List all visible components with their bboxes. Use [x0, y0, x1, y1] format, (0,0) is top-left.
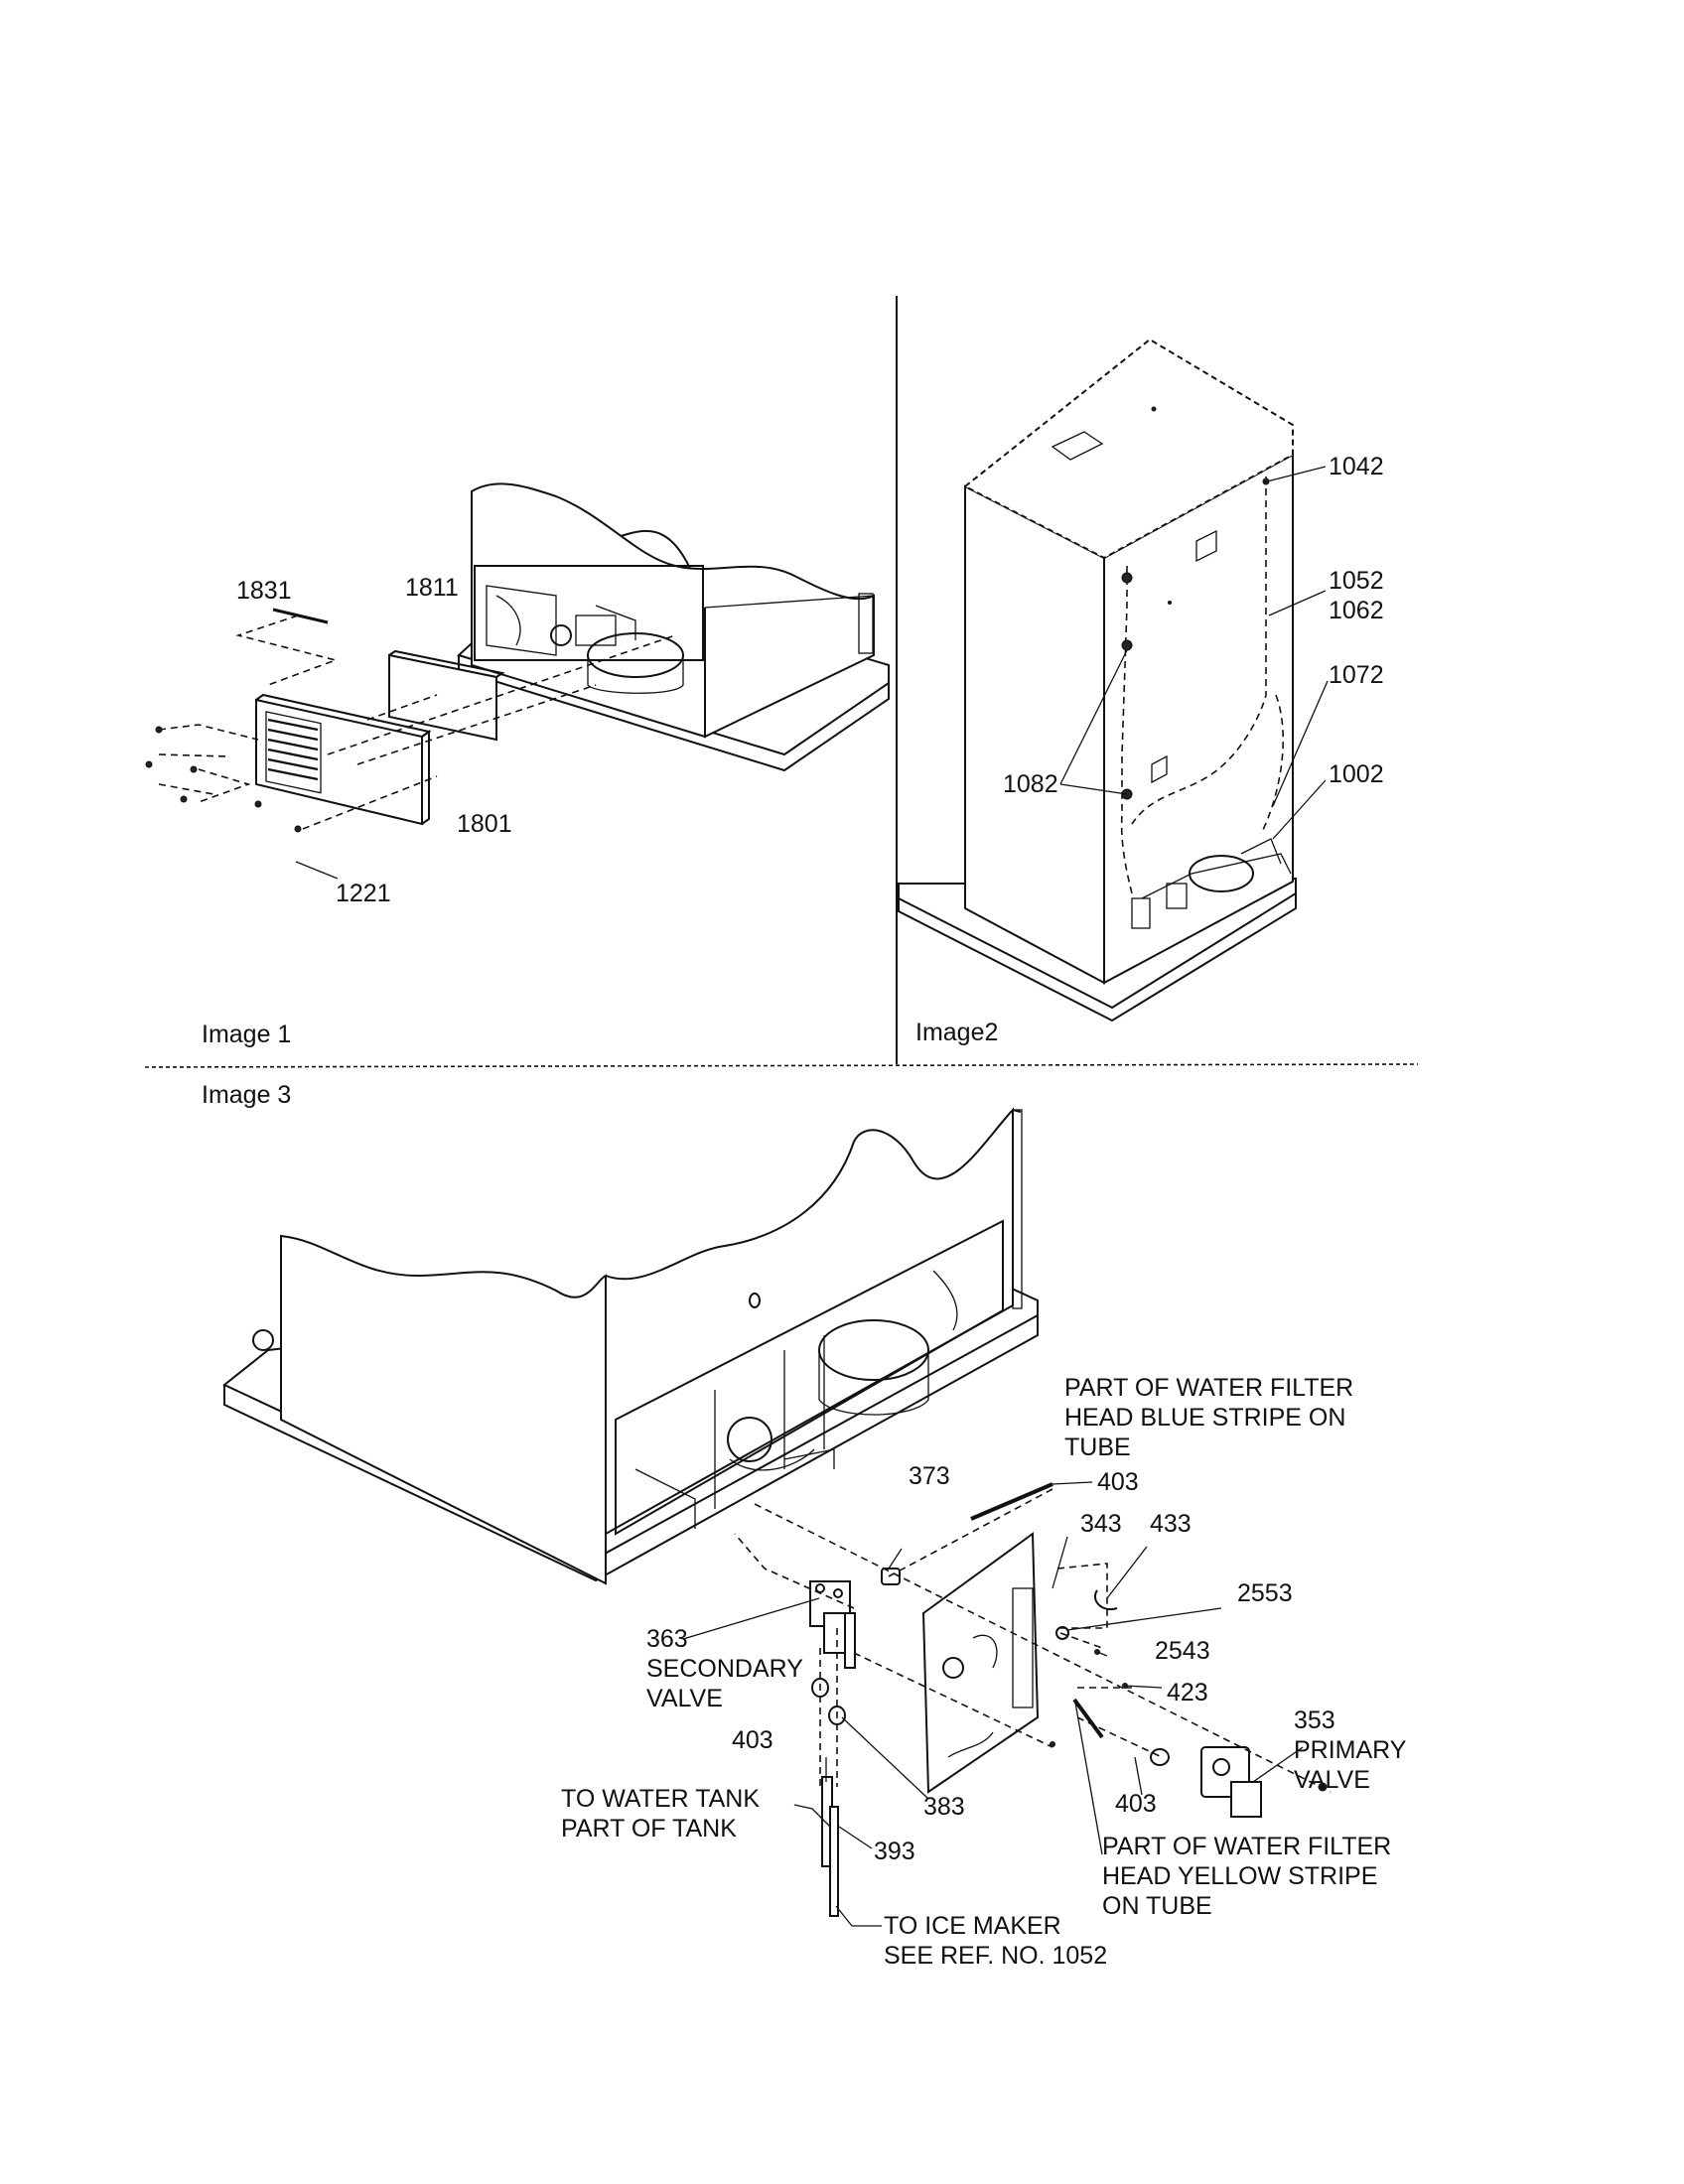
primary-valve-label-line2: VALVE [1294, 1766, 1370, 1794]
part-label-393: 393 [874, 1838, 915, 1865]
part-label-1801: 1801 [457, 810, 512, 838]
yellow-stripe-note-line1: PART OF WATER FILTER [1102, 1833, 1392, 1860]
secondary-valve-label-line1: SECONDARY [646, 1655, 803, 1683]
part-label-1831: 1831 [236, 577, 292, 605]
part-label-1002: 1002 [1329, 760, 1384, 788]
part-label-1052: 1052 [1329, 567, 1384, 595]
horizontal-divider [144, 1063, 1419, 1068]
ice-maker-note-line2: SEE REF. NO. 1052 [884, 1942, 1108, 1970]
yellow-stripe-note-line2: HEAD YELLOW STRIPE [1102, 1862, 1378, 1890]
image2-refrigerator [898, 338, 1329, 1023]
image3-cabinet [222, 1107, 1039, 1585]
part-label-1062: 1062 [1329, 597, 1384, 624]
image1-cabinet [457, 482, 890, 772]
part-label-1811: 1811 [405, 574, 459, 602]
water-tank-note-line1: TO WATER TANK [561, 1785, 761, 1813]
image2-caption: Image2 [915, 1019, 999, 1046]
part-label-343: 343 [1080, 1510, 1122, 1538]
part-label-353: 353 [1294, 1706, 1335, 1734]
primary-valve-label-line1: PRIMARY [1294, 1736, 1407, 1764]
part-label-403-bottom: 403 [1115, 1790, 1157, 1818]
image3-caption: Image 3 [202, 1081, 292, 1109]
part-label-1072: 1072 [1329, 661, 1384, 689]
part-label-423: 423 [1167, 1679, 1208, 1706]
part-label-383: 383 [923, 1793, 965, 1821]
part-label-2543: 2543 [1155, 1637, 1210, 1665]
blue-stripe-note-line3: TUBE [1064, 1433, 1131, 1461]
water-tank-note-line2: PART OF TANK [561, 1815, 737, 1843]
secondary-valve-label-line2: VALVE [646, 1685, 723, 1712]
image3-valve-assembly [682, 1481, 1332, 1927]
part-label-1042: 1042 [1329, 453, 1384, 480]
part-label-1082: 1082 [1003, 770, 1058, 798]
part-label-2553: 2553 [1237, 1579, 1293, 1607]
part-label-403-top: 403 [1097, 1468, 1139, 1496]
part-label-403-left: 403 [732, 1726, 773, 1754]
image1-caption: Image 1 [202, 1021, 292, 1048]
part-label-1221: 1221 [336, 880, 391, 907]
ice-maker-note-line1: TO ICE MAKER [884, 1912, 1061, 1940]
part-label-373: 373 [909, 1462, 950, 1490]
part-label-433: 433 [1150, 1510, 1192, 1538]
yellow-stripe-note-line3: ON TUBE [1102, 1892, 1212, 1920]
blue-stripe-note-line2: HEAD BLUE STRIPE ON [1064, 1404, 1346, 1432]
part-label-363: 363 [646, 1625, 688, 1653]
image1-grille-assembly [145, 608, 676, 880]
blue-stripe-note-line1: PART OF WATER FILTER [1064, 1374, 1354, 1402]
